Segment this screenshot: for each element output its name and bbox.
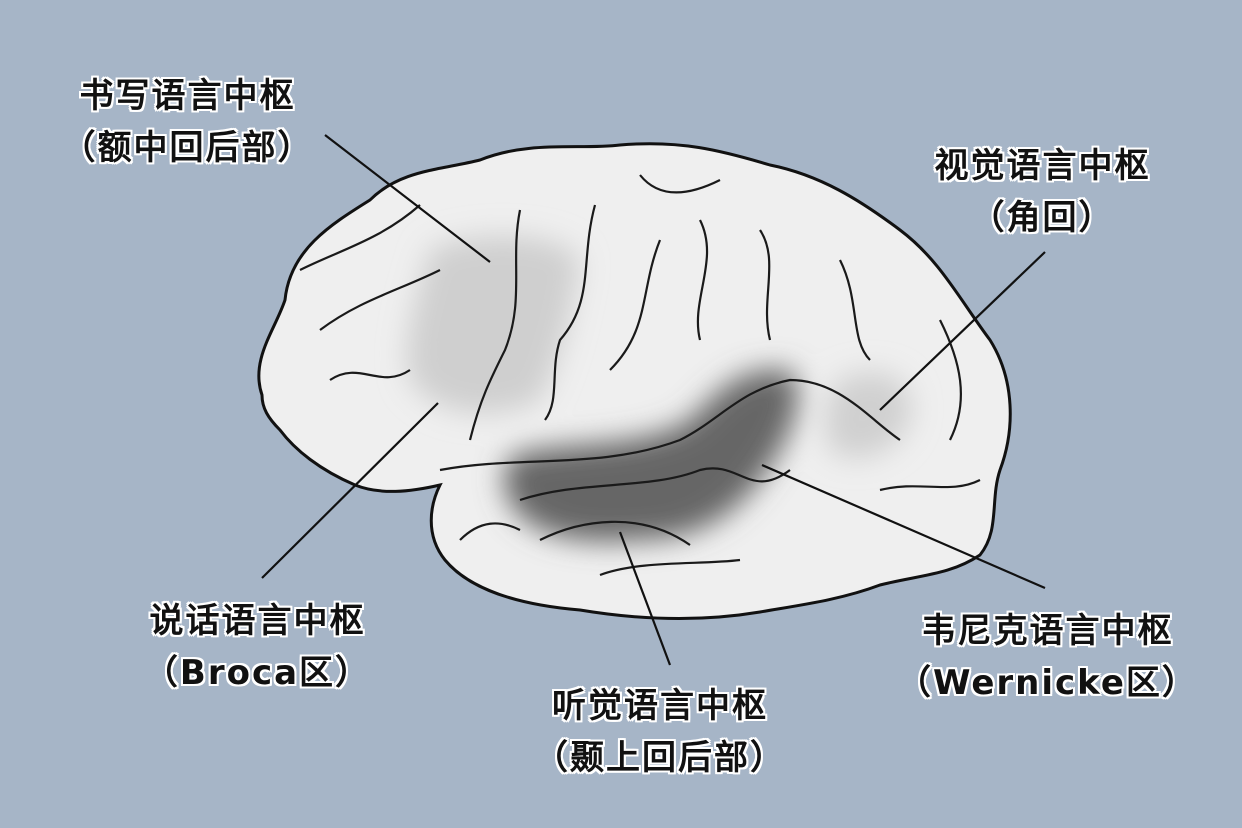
label-title: 听觉语言中枢 [552,686,768,726]
label-subtitle: （Broca区） [143,653,372,693]
leader-line-writing [324,134,491,263]
label-auditory-center: 听觉语言中枢 （颞上回后部） [520,680,800,784]
label-subtitle: （角回） [970,198,1115,238]
label-title: 视觉语言中枢 [934,146,1151,186]
label-title: 韦尼克语言中枢 [921,611,1174,651]
leader-lines [261,134,1046,666]
label-subtitle: （Wernicke区） [897,663,1198,703]
label-writing-center: 书写语言中枢 （额中回后部） [50,70,325,174]
label-speech-center: 说话语言中枢 （Broca区） [120,595,395,699]
label-subtitle: （额中回后部） [61,128,314,168]
label-visual-center: 视觉语言中枢 （角回） [905,140,1180,244]
leader-line-auditory [618,531,672,666]
leader-line-wernicke [761,463,1046,590]
leader-line-visual [879,251,1046,411]
sulci [299,174,981,577]
label-subtitle: （颞上回后部） [534,738,786,778]
leader-line-speech [261,402,439,579]
label-wernicke-center: 韦尼克语言中枢 （Wernicke区） [890,605,1205,709]
label-title: 说话语言中枢 [149,601,366,641]
label-title: 书写语言中枢 [79,76,296,116]
